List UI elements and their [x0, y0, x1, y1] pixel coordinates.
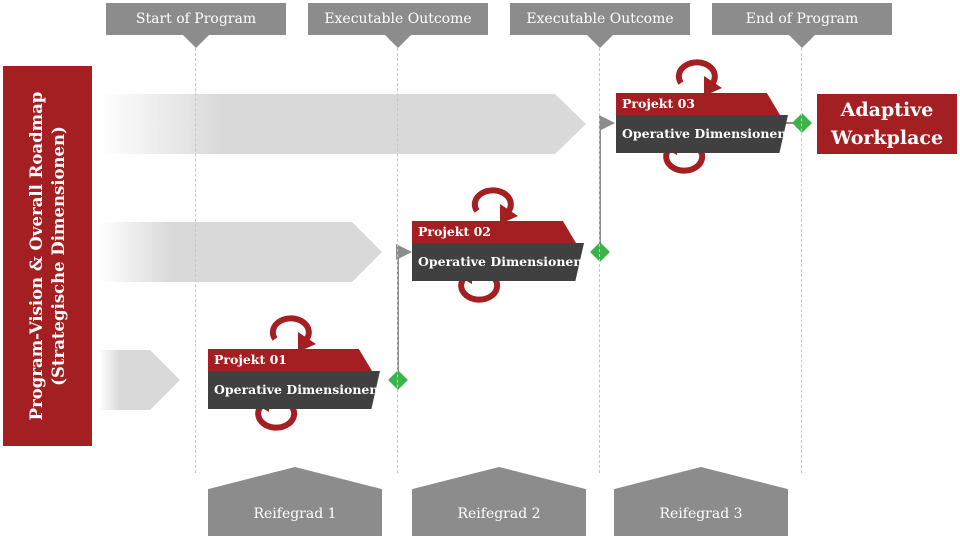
milestone-outcome-1-label: Executable Outcome [308, 3, 488, 35]
milestone-end-label: End of Program [712, 3, 892, 35]
project-02-subtitle: Operative Dimensionen [412, 243, 584, 281]
program-vision-text: Program-Vision & Overall Roadmap (Strate… [26, 66, 70, 446]
connector-2 [599, 115, 615, 252]
project-01-subtitle: Operative Dimensionen [208, 371, 380, 409]
project-03-title: Projekt 03 [616, 93, 780, 115]
program-vision-box [3, 66, 92, 446]
milestone-line [801, 48, 802, 473]
milestone-start-label: Start of Program [106, 3, 286, 35]
fade-arrow-2 [100, 222, 382, 282]
milestone-outcome-2-label: Executable Outcome [510, 3, 690, 35]
milestone-line [397, 48, 398, 473]
milestone-diamond-2 [590, 242, 610, 262]
fade-arrow-1 [100, 94, 586, 154]
milestone-diamond-1 [388, 370, 408, 390]
project-03-subtitle: Operative Dimensionen [616, 115, 788, 153]
fade-arrow-3 [100, 350, 180, 410]
goal-box: Adaptive Workplace [817, 94, 957, 154]
milestone-diamond-3 [792, 113, 812, 133]
milestone-line [195, 48, 196, 473]
program-vision-subtitle: (Strategische Dimensionen) [48, 126, 68, 386]
cycle-icon [255, 59, 718, 431]
project-01-title: Projekt 01 [208, 349, 372, 371]
project-02-title: Projekt 02 [412, 221, 576, 243]
milestone-line [599, 48, 600, 473]
connector-1 [396, 244, 412, 380]
goal-line-1: Adaptive [840, 99, 934, 121]
goal-line-2: Workplace [830, 127, 944, 149]
program-vision-title: Program-Vision & Overall Roadmap [26, 91, 46, 421]
